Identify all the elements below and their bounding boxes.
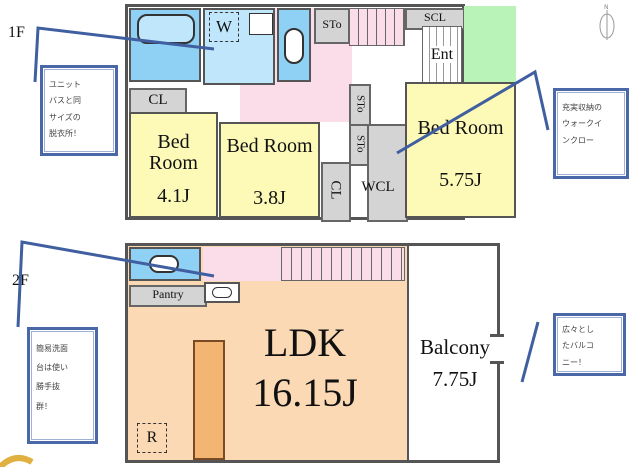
bathroom [129,8,201,82]
compass-north: N [604,4,609,11]
balcony [408,243,500,463]
staircase-2f [281,247,405,281]
entrance: Ent [422,26,462,84]
entry-porch [464,6,516,82]
wash-basin-icon [249,13,273,35]
bathtub-icon [137,14,195,44]
note-sink: 簡易洗面 台は使い 勝手抜 群！ [27,327,98,444]
ldk-name: LDK [263,320,347,365]
walk-in-closet [367,124,408,222]
staircase-1f [349,8,405,46]
note-line: 勝手抜 [36,382,60,392]
bedroom-2-size: 3.8J [253,187,286,209]
note-line: ンクロー [562,135,594,145]
entrance-label: Ent [430,46,454,63]
bedroom-1-size: 4.1J [157,185,190,207]
callout-line-washroom [33,26,215,83]
toilet-icon [284,28,304,64]
note-line: 広々とし [562,325,594,334]
balcony-size: 7.75J [432,367,478,391]
bedroom-2-name: Bed Room [226,135,313,157]
wash-basin [204,282,240,303]
closet-1: CL [129,88,187,116]
toilet-1f [277,8,311,82]
bedroom-1: Bed Room 4.1J [129,112,218,218]
compass-icon [599,10,615,40]
floor-label-1f: 1F [8,24,25,41]
note-line: 簡易洗面 [36,344,68,353]
walk-in-closet-label: WCL [361,179,395,195]
closet-2: CL [321,162,351,222]
callout-line-closet [396,69,550,155]
note-line: 台は使い [36,363,68,373]
bedroom-2: Bed Room 3.8J [219,122,320,218]
ldk-size: 16.15J [252,370,358,415]
bedroom-3-size: 5.75J [439,169,482,191]
bedroom-3-name: Bed Room [417,117,504,139]
note-line: ユニット [49,80,81,89]
note-line: ウォークイ [562,119,602,129]
note-balcony: 広々とし たバルコ ニー！ [553,313,626,376]
basin-icon [212,287,232,298]
balcony-name: Balcony [420,335,490,359]
refrigerator-space: R [137,423,167,453]
logo-fragment [0,455,34,467]
callout-line-sink [16,240,215,328]
hallway-2f [203,247,281,281]
bedroom-1-name: Bed Room [149,131,198,174]
note-line: サイズの [49,112,81,122]
washer-space: W [209,12,239,42]
balcony-notch [490,334,504,364]
note-line: バスと同 [49,96,81,106]
note-line: たバルコ [562,341,594,351]
note-closet: 充実収納の ウォークイ ンクロー [553,88,629,179]
bedroom-3: Bed Room 5.75J [405,82,516,218]
note-washroom: ユニット バスと同 サイズの 脱衣所！ [40,65,118,156]
note-line: ニー！ [562,357,586,367]
note-line: 脱衣所！ [49,129,81,139]
kitchen-counter [193,340,225,460]
note-line: 充実収納の [562,103,602,112]
callout-line-balcony [520,321,540,383]
note-line: 群！ [36,401,52,411]
